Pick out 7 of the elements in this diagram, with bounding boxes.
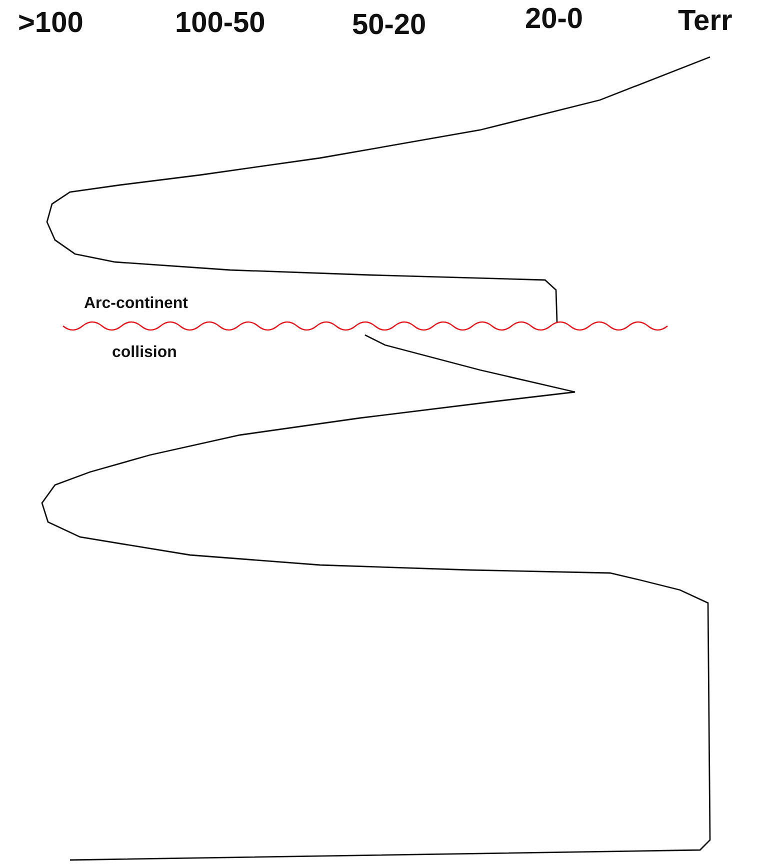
column-heading: 100-50 <box>175 8 266 40</box>
column-heading: 20-0 <box>525 4 584 36</box>
event-label: collision <box>112 344 177 362</box>
event-label: Arc-continent <box>84 295 188 313</box>
column-heading: 50-20 <box>352 10 426 42</box>
column-heading: >100 <box>18 8 84 40</box>
column-heading: Terr <box>678 6 732 38</box>
